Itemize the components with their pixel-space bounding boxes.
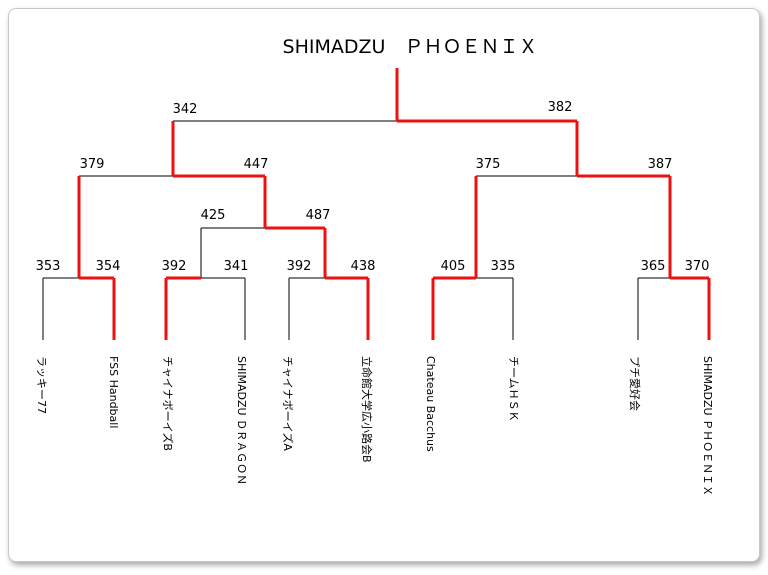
score-m382: 382 <box>548 100 573 115</box>
score-team-4: 341 <box>224 259 249 274</box>
team-name-9: プチ愛好会 <box>628 356 642 411</box>
score-m447: 447 <box>244 157 269 172</box>
team-name-2: FSS Handball <box>107 356 120 428</box>
team-name-10: SHIMADZU ＰＨＯＥＮＩＸ <box>701 356 714 496</box>
winner-path <box>77 68 711 340</box>
bracket-frame <box>8 8 760 562</box>
score-m387: 387 <box>648 157 673 172</box>
score-team-5: 392 <box>287 259 312 274</box>
score-team-1: 353 <box>36 259 61 274</box>
score-team-8: 335 <box>491 259 516 274</box>
score-m342: 342 <box>173 102 198 117</box>
score-m375: 375 <box>476 157 501 172</box>
team-names: ラッキー77 FSS Handball チャイナボーイズB SHIMADZU Ｄ… <box>35 356 714 496</box>
score-team-9: 365 <box>641 259 666 274</box>
score-team-7: 405 <box>441 259 466 274</box>
later-round-scores: 425 487 379 447 375 387 342 382 <box>80 100 673 223</box>
team-name-5: チャイナボーイズA <box>281 356 295 451</box>
score-team-10: 370 <box>685 259 710 274</box>
bracket-lines <box>42 120 670 340</box>
champion-title: SHIMADZU ＰＨＯＥＮＩＸ <box>283 36 538 58</box>
score-team-6: 438 <box>351 259 376 274</box>
team-name-6: 立命館大学広小路会B <box>360 356 374 463</box>
score-m487: 487 <box>306 208 331 223</box>
team-name-7: Chateau Bacchus <box>424 356 437 452</box>
score-team-3: 392 <box>162 259 187 274</box>
score-m379: 379 <box>80 157 105 172</box>
first-round-scores: 353 354 392 341 392 438 405 335 365 370 <box>36 259 710 274</box>
team-name-1: ラッキー77 <box>35 356 48 414</box>
team-name-8: チームＨＳＫ <box>507 356 520 422</box>
team-name-3: チャイナボーイズB <box>161 356 175 451</box>
team-name-4: SHIMADZU ＤＲＡＧＯＮ <box>235 356 248 485</box>
score-team-2: 354 <box>96 259 121 274</box>
score-m425: 425 <box>201 208 226 223</box>
